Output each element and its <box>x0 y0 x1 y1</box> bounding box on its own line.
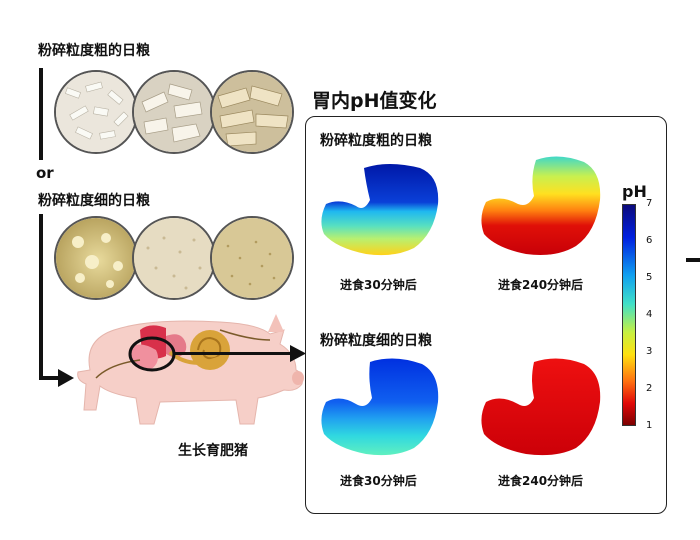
tick-4: 4 <box>646 309 653 320</box>
tick-6: 6 <box>646 235 653 246</box>
coarse-connector-line <box>39 68 43 160</box>
caption-fine-30min: 进食30分钟后 <box>340 474 417 488</box>
panel-coarse-label: 粉碎粒度粗的日粮 <box>320 133 432 149</box>
fine-feed-dish-3 <box>210 216 294 300</box>
coarse-feed-dish-2 <box>132 70 216 154</box>
coarse-diet-label: 粉碎粒度粗的日粮 <box>38 43 150 59</box>
stomach-coarse-240min <box>481 156 601 255</box>
or-label: or <box>36 164 54 182</box>
tick-3: 3 <box>646 346 653 357</box>
colorbar-title: pH <box>622 182 647 201</box>
colorbar-ticks: 7 6 5 4 3 2 1 <box>646 198 660 432</box>
fine-diet-label: 粉碎粒度细的日粮 <box>38 193 150 209</box>
right-edge-marker <box>686 258 700 262</box>
pig-label: 生长育肥猪 <box>178 443 248 459</box>
ph-panel <box>305 116 667 514</box>
stomach-fine-30min <box>321 358 439 456</box>
coarse-feed-dish-3 <box>210 70 294 154</box>
stomach-coarse-30min <box>321 164 439 256</box>
fine-feed-dish-2 <box>132 216 216 300</box>
tick-1: 1 <box>646 420 653 431</box>
fine-feed-dish-1 <box>54 216 138 300</box>
fine-connector-horizontal <box>39 376 61 380</box>
panel-fine-label: 粉碎粒度细的日粮 <box>320 333 432 349</box>
coarse-feed-dish-1 <box>54 70 138 154</box>
caption-coarse-30min: 进食30分钟后 <box>340 278 417 292</box>
arrow-to-pig-icon <box>58 369 74 387</box>
tick-5: 5 <box>646 272 653 283</box>
caption-fine-240min: 进食240分钟后 <box>498 474 584 488</box>
ph-colorbar <box>622 204 636 426</box>
pig-illustration <box>77 314 304 425</box>
tick-7: 7 <box>646 198 653 209</box>
stomach-fine-240min <box>481 358 601 456</box>
panel-title: 胃内pH值变化 <box>312 90 437 112</box>
caption-coarse-240min: 进食240分钟后 <box>498 278 584 292</box>
tick-2: 2 <box>646 383 653 394</box>
stomach-to-panel-line <box>174 352 294 355</box>
fine-connector-line <box>39 214 43 380</box>
arrow-to-panel-icon <box>290 345 306 362</box>
